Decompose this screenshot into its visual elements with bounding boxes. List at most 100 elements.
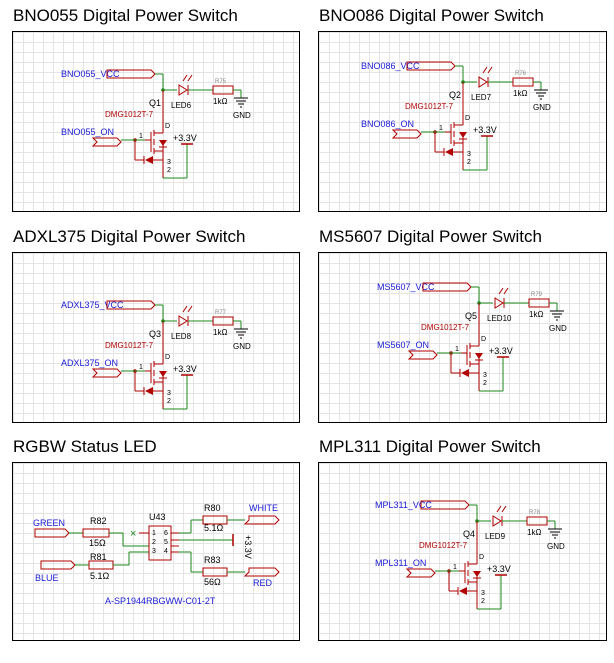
rail-label: +3.3V [489,346,513,356]
resistor-ref: R77 [215,310,227,316]
transistor-pin-d: D [165,354,170,361]
net-label-vcc[interactable] [420,500,470,510]
resistor-value: 1kΩ [213,97,227,106]
rgbw-led-package[interactable] [148,525,172,561]
transistor-ref: Q2 [449,90,461,100]
resistor-r82[interactable] [82,528,110,538]
ground-label: GND [233,342,251,351]
panel-title-adxl375: ADXL375 Digital Power Switch [13,227,246,246]
transistor-pin1: 1 [455,346,459,353]
net-label-on[interactable] [407,350,438,360]
mosfet-icon[interactable] [447,555,481,595]
transistor-pin3: 3 [167,390,171,397]
r80-ref: R80 [204,503,221,513]
led-diode-icon[interactable] [478,76,488,88]
panel-title-mpl311: MPL311 Digital Power Switch [319,437,541,456]
transistor-pin2: 2 [167,167,171,174]
mosfet-icon[interactable] [433,116,467,156]
schematic-sheet-rgbw[interactable]: GREEN R82 15Ω BLUE R81 5.1Ω × U43 1 2 3 [12,462,300,641]
resistor[interactable] [528,298,550,308]
net-label-on[interactable] [405,568,436,578]
led-ref: LED9 [485,532,506,541]
power-switch-schematic: ADXL375_VCC LED8 R77 1kΩ GND Q3 DMG1012T… [61,300,251,410]
u43-pin4: 4 [164,548,168,555]
resistor[interactable] [212,316,234,326]
net-label-vcc[interactable] [106,300,156,310]
transistor-pin1: 1 [139,133,143,140]
resistor-r81[interactable] [88,560,114,570]
transistor-pin-d: D [165,123,170,130]
net-label-blue-text: BLUE [35,573,59,583]
net-label-on[interactable] [91,137,122,147]
resistor-value: 1kΩ [527,528,541,537]
resistor-ref: R78 [529,510,541,516]
transistor-pin2: 2 [167,398,171,405]
transistor-pin-d: D [479,554,484,561]
no-connect-marker: × [130,528,136,540]
net-label-vcc[interactable] [406,61,456,71]
led-diode-icon[interactable] [492,515,502,527]
rgbw-rail-label: +3.3V [243,535,253,559]
net-label-on[interactable] [391,129,422,139]
net-label-on-text: BNO086_ON [361,119,414,129]
net-label-blue[interactable]: BLUE [35,560,76,583]
led-ref: LED10 [487,314,512,323]
r82-ref: R82 [90,516,107,526]
resistor-ref: R76 [515,71,527,77]
transistor-part: DMG1012T-7 [105,341,154,350]
net-label-vcc-text: MS5607_VCC [377,282,435,292]
u43-pin5: 5 [164,539,168,546]
rail-label: +3.3V [473,125,497,135]
net-label-on-text: MPL311_ON [375,558,426,568]
panel-title-rgbw: RGBW Status LED [13,437,157,456]
led-diode-icon[interactable] [178,315,188,327]
resistor[interactable] [212,85,234,95]
u43-pin1: 1 [152,530,156,537]
rail-label: +3.3V [173,133,197,143]
rail-label: +3.3V [487,564,511,574]
led-ref: LED6 [171,101,192,110]
ground-label: GND [533,103,551,112]
resistor[interactable] [512,77,534,87]
r81-value: 5.1Ω [90,571,110,581]
net-label-vcc-text: MPL311_VCC [375,500,432,510]
ground-label: GND [233,111,251,120]
schematic-sheet-ms5607[interactable]: MS5607_VCC LED10 R79 1kΩ GND Q5 DMG1012T… [318,252,607,423]
panel-title-ms5607: MS5607 Digital Power Switch [319,227,542,246]
net-label-white[interactable]: WHITE [243,503,280,525]
transistor-pin1: 1 [139,364,143,371]
transistor-part: DMG1012T-7 [421,323,470,332]
u43-part-number: A-SP1944RBGWW-C01-2T [105,596,216,606]
resistor-ref: R79 [531,292,543,298]
schematic-sheet-mpl311[interactable]: MPL311_VCC LED9 R78 1kΩ GND Q4 DMG1012T-… [318,462,607,641]
net-label-on-text: ADXL375_ON [61,358,118,368]
resistor-r83[interactable] [202,567,228,577]
power-switch-schematic: MPL311_VCC LED9 R78 1kΩ GND Q4 DMG1012T-… [375,500,565,610]
net-label-red[interactable]: RED [243,567,280,588]
net-label-on-text: BNO055_ON [61,127,114,137]
mosfet-icon[interactable] [133,124,167,164]
net-label-white-text: WHITE [249,503,278,513]
net-label-green[interactable]: GREEN [33,518,70,538]
led-diode-icon[interactable] [178,84,188,96]
net-label-vcc-text: BNO086_VCC [361,61,420,71]
mosfet-icon[interactable] [133,355,167,395]
r83-value: 56Ω [204,577,221,587]
led-diode-icon[interactable] [494,297,504,309]
schematic-sheet-bno055[interactable]: BNO055_VCC LED6 R75 1kΩ GND Q1 DMG1012T-… [12,31,300,212]
net-label-on[interactable] [91,368,122,378]
transistor-ref: Q3 [149,329,161,339]
mosfet-icon[interactable] [449,337,483,377]
net-label-vcc[interactable] [422,282,472,292]
transistor-part: DMG1012T-7 [105,110,154,119]
u43-pin2: 2 [152,539,156,546]
net-label-vcc[interactable] [106,69,156,79]
schematic-sheet-adxl375[interactable]: ADXL375_VCC LED8 R77 1kΩ GND Q3 DMG1012T… [12,252,300,423]
u43-pin3: 3 [152,548,156,555]
schematic-sheet-bno086[interactable]: BNO086_VCC LED7 R76 1kΩ GND Q2 DMG1012T-… [318,31,607,212]
transistor-ref: Q5 [465,311,477,321]
net-label-vcc-text: BNO055_VCC [61,69,120,79]
resistor[interactable] [526,516,548,526]
transistor-ref: Q4 [463,529,475,539]
transistor-pin-d: D [465,115,470,122]
